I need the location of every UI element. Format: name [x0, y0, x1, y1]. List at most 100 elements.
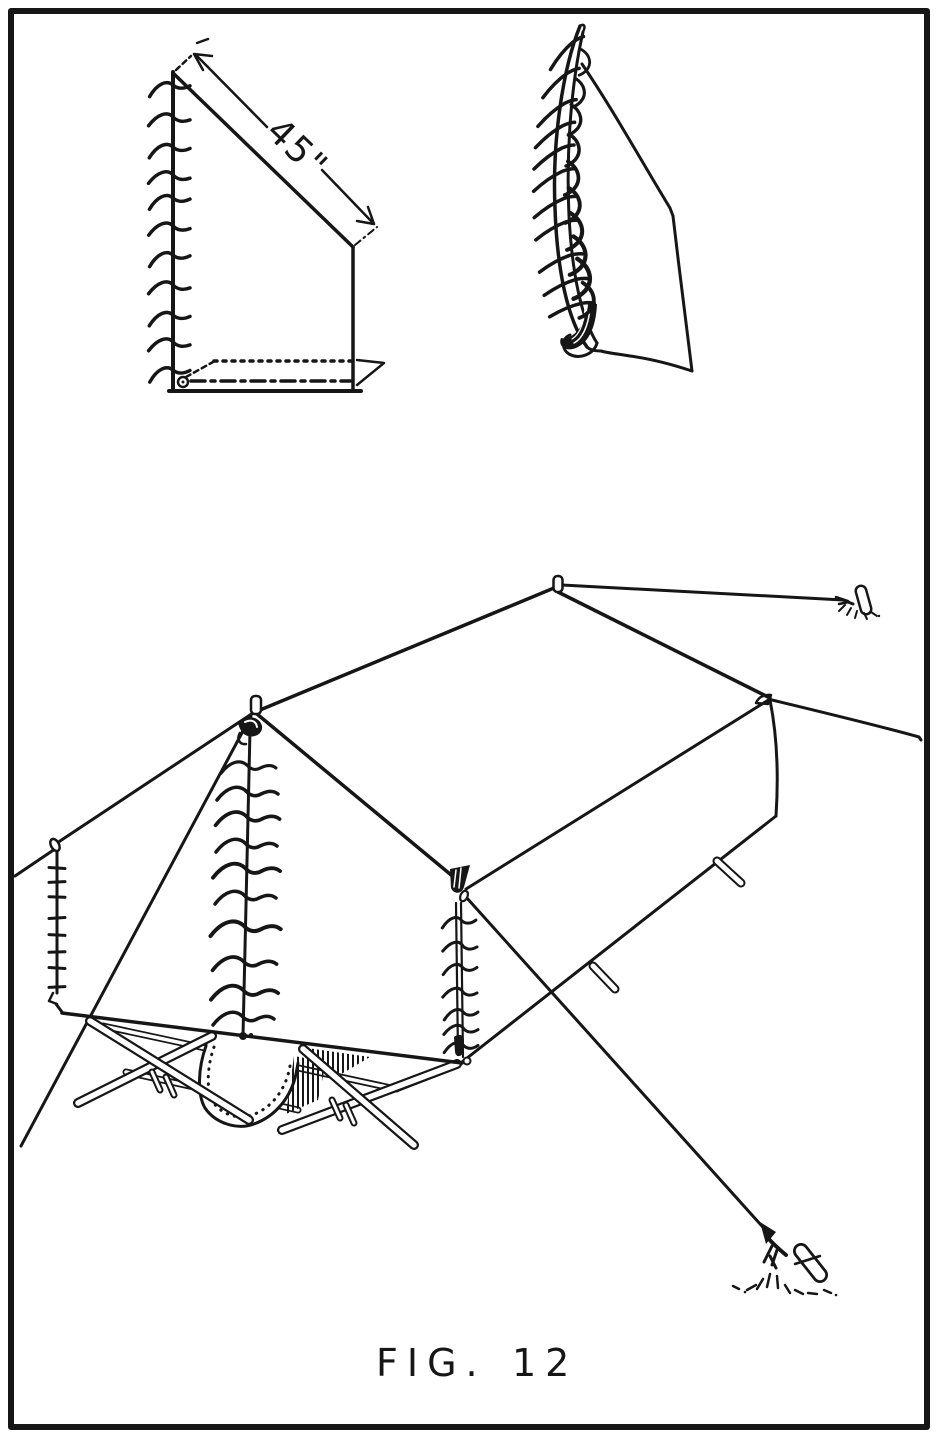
left-guy-line: [13, 711, 255, 878]
tie-tape: [47, 895, 67, 899]
rear-corner-guy-line: [770, 698, 923, 742]
long-guy-line: [464, 895, 772, 1237]
grass-tuft: [731, 1272, 833, 1296]
tent-diagram: [13, 574, 923, 1297]
dimension-extension-top: [174, 54, 193, 72]
caption-fig-label: FIG.: [376, 1341, 487, 1385]
panel-top-slope: [171, 71, 355, 249]
lacing-hook: [440, 914, 478, 930]
toggle-highlight: [453, 867, 462, 889]
dimension-arrow: 45": [174, 37, 378, 246]
dimension-line: [195, 54, 375, 225]
lacing-hook: [146, 111, 192, 130]
strip-right-edge: [566, 30, 599, 345]
front-bottom-edge: [60, 1011, 464, 1065]
lacing-bottom-knot: [454, 1034, 464, 1057]
flap-right-edge: [671, 214, 694, 373]
tie-tape: [47, 880, 67, 884]
lacing-hook: [441, 939, 479, 955]
strip-tip: [578, 23, 586, 34]
flap-top-edge: [580, 62, 675, 218]
strip-left-edge: [552, 24, 589, 349]
wall-toggle-peg-fill: [590, 963, 618, 992]
side-wall-bottom-edge: [460, 814, 778, 1064]
door-flap-fill: [199, 1044, 298, 1127]
right-eave-line: [464, 697, 772, 891]
cot-toggle-peg-fill: [150, 1070, 162, 1092]
rope-wrap: [766, 1236, 788, 1257]
toggle-loop: [458, 889, 470, 903]
grass-dot: [834, 1293, 838, 1297]
ridge-line: [258, 586, 556, 712]
rope-knot: [760, 1222, 776, 1244]
stake-band: [793, 1254, 822, 1266]
panel-lacing-hooks: [146, 79, 193, 384]
corner-hook: [47, 991, 59, 1006]
rear-stake-fill: [857, 587, 870, 613]
lacing-hook: [146, 279, 192, 298]
tie-tape: [47, 950, 67, 954]
lacing-line: [241, 728, 252, 1038]
cot-toggle-peg-fill: [164, 1075, 176, 1097]
flap-bottom-edge: [599, 349, 694, 373]
grass-dot: [743, 1290, 747, 1294]
knot-highlight: [244, 719, 258, 728]
corner-flap: [355, 358, 386, 387]
grommet-dot: [181, 380, 185, 384]
rope-fray: [834, 595, 851, 606]
rear-pole-tip: [552, 574, 564, 594]
tie-tape: [47, 915, 67, 921]
knot-tail: [237, 731, 248, 746]
lacing-hook: [147, 141, 193, 160]
caption-fig-number: 12: [512, 1341, 578, 1385]
border-frame: [8, 8, 930, 1430]
lacing-hook: [442, 1023, 480, 1038]
front-stake-fill: [795, 1245, 826, 1281]
panel-base-fold-lines: [184, 358, 386, 387]
front-lacing: [211, 717, 281, 1040]
tie-tape: [47, 865, 67, 871]
corner-grommet: [462, 1056, 472, 1066]
lacing-hook: [146, 336, 192, 355]
front-stake-assembly: [731, 1222, 838, 1297]
curl-highlight: [571, 307, 586, 340]
lacing-bottom-knot: [239, 1032, 247, 1040]
corner-join: [54, 1002, 64, 1014]
tie-tape: [47, 965, 67, 971]
front-roof-slope: [255, 712, 464, 886]
curl-outline: [562, 333, 599, 358]
front-left-guy-line: [19, 714, 253, 1148]
dimension-tick: [195, 37, 210, 45]
lacing-hook: [147, 192, 193, 211]
cot-leg-fill: [87, 1018, 252, 1123]
dimension-label: 45": [258, 110, 336, 187]
rolled-panel-diagram: [531, 23, 694, 373]
grass-tuft: [838, 604, 878, 620]
cot-leg-fill: [75, 1033, 215, 1106]
cot-toggle-peg-fill: [330, 1098, 342, 1120]
lacing-hook: [146, 220, 192, 239]
rear-guy-line: [560, 583, 855, 606]
eave-tie-loop: [754, 693, 773, 706]
dimension-extension-bottom: [354, 226, 378, 246]
grass-dot: [877, 614, 881, 618]
lacing-hook: [146, 364, 193, 384]
rope-fray: [762, 1244, 779, 1270]
wall-toggle-peg-fill: [714, 858, 744, 886]
lacing-hook: [441, 962, 479, 977]
lacing-strip-edges: [454, 901, 465, 1059]
lacing-hook: [442, 1006, 480, 1022]
front-pole-tip: [249, 694, 263, 716]
grommet-icon: [176, 375, 190, 389]
tie-tape: [47, 933, 67, 937]
rear-roof-slope: [556, 590, 772, 700]
lacing-hook: [146, 168, 193, 188]
tie-tape: [47, 985, 67, 989]
corner-grommet-loop: [49, 837, 61, 853]
lacing-bottom-dot: [249, 1033, 253, 1037]
corner-lacing: [440, 865, 480, 1066]
cot-leg-fill: [300, 1046, 417, 1148]
cot: [73, 1016, 462, 1150]
